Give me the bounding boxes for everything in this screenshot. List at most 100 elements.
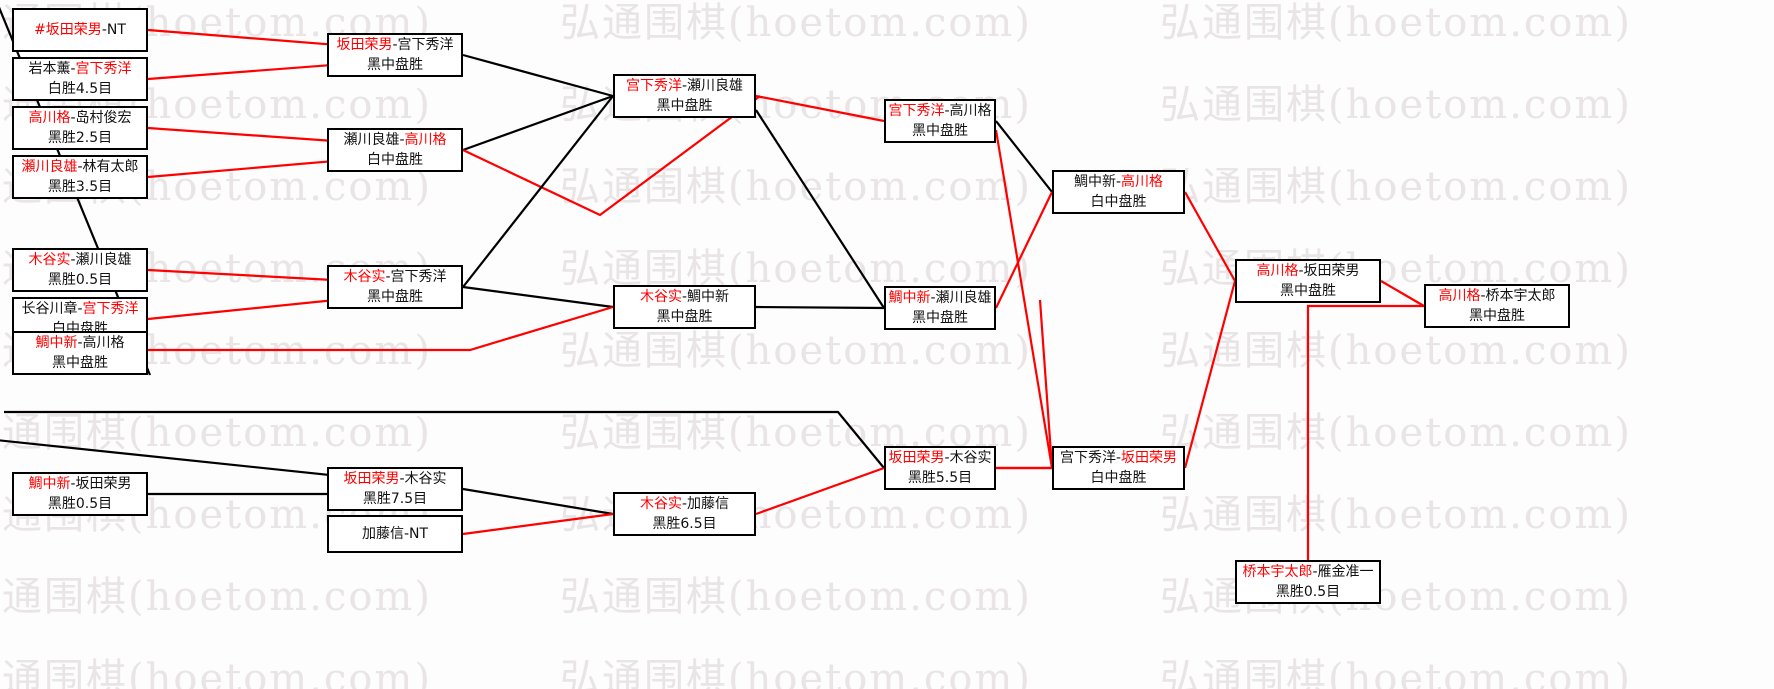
matchup-separator: - [1115,173,1122,190]
node-matchup: 木谷实-宫下秀洋 [343,267,446,287]
bracket-node[interactable]: 木谷实-加藤信黑胜6.5目 [613,492,756,536]
connector-r3-1-to-r4-2 [755,109,885,309]
player-left: 坂田荣男 [343,470,400,487]
player-right: 木谷实 [949,449,992,466]
player-right: 坂田荣男 [75,475,132,492]
matchup-separator: - [70,475,76,492]
player-left: 长谷川章 [21,300,78,317]
player-left: 木谷实 [343,268,386,285]
node-result: 黑胜6.5目 [652,516,717,532]
connector-r2-4-to-r3-3 [462,487,614,516]
player-right: 林有太郎 [82,158,139,175]
node-result: 黑胜7.5目 [362,491,428,507]
matchup-separator: - [944,449,950,466]
connector-r5-2-to-r6-1 [1183,280,1237,469]
node-matchup: 加藤信-NT [362,524,428,544]
node-matchup: 瀬川良雄-林有太郎 [21,157,138,177]
bracket-node[interactable]: 坂田荣男-木谷实黑胜5.5目 [884,446,996,490]
player-right: 宫下秀洋 [397,36,454,53]
connector-group-round4 [994,120,1054,470]
node-result: 黑中盘胜 [1280,283,1336,299]
node-result: 黑中盘胜 [52,355,108,371]
connector-r2-2-loop-to-r3-1 [462,95,761,217]
node-result: 黑胜3.5目 [47,179,113,195]
bracket-node[interactable]: 桥本宇太郎-雁金准一黑胜0.5目 [1235,560,1381,604]
section-divider-line [4,410,885,469]
matchup-separator: - [77,334,83,351]
node-result: 黑中盘胜 [912,310,968,326]
node-matchup: 宫下秀洋-瀬川良雄 [626,76,743,96]
connector-r3-1-down [462,95,614,288]
node-matchup: 坂田荣男-宫下秀洋 [336,35,453,55]
connector-r4-2-to-r5-1 [995,191,1053,309]
bracket-node[interactable]: 岩本薰-宫下秀洋白胜4.5目 [12,57,148,101]
bracket-node[interactable]: 加藤信-NT [327,515,463,553]
node-result: 白胜4.5目 [47,81,113,97]
node-result: 黑胜0.5目 [47,272,113,288]
matchup-separator: - [392,36,398,53]
bracket-node[interactable]: 宫下秀洋-坂田荣男白中盘胜 [1052,446,1185,490]
bracket-node[interactable]: 鯛中新-高川格白中盘胜 [1052,170,1185,214]
node-matchup: 宫下秀洋-高川格 [888,101,991,121]
node-matchup: 岩本薰-宫下秀洋 [28,59,131,79]
node-matchup: 高川格-桥本宇太郎 [1438,286,1555,306]
player-right: 鯛中新 [687,288,730,305]
player-left: 木谷实 [28,251,71,268]
player-right: 高川格 [82,334,125,351]
bracket-node[interactable]: 高川格-桥本宇太郎黑中盘胜 [1424,284,1570,328]
bracket-node[interactable]: 高川格-岛村俊宏黑胜2.5目 [12,106,148,150]
node-matchup: 桥本宇太郎-雁金准一 [1242,562,1373,582]
player-right: 高川格 [949,102,992,119]
player-left: 高川格 [28,109,71,126]
bracket-node[interactable]: 鯛中新-瀬川良雄黑中盘胜 [884,286,996,330]
player-left: 鯛中新 [888,289,931,306]
node-matchup: 高川格-岛村俊宏 [28,108,131,128]
player-right: 木谷实 [404,470,447,487]
bracket-node[interactable]: 坂田荣男-宫下秀洋黑中盘胜 [327,33,463,77]
matchup-separator: - [403,525,410,542]
matchup-separator: - [70,60,76,77]
node-matchup: 木谷实-鯛中新 [640,287,729,307]
connector-r5-1-to-r6-1 [1184,191,1236,282]
bracket-node[interactable]: 坂田荣男-木谷实黑胜7.5目 [327,467,463,511]
player-left: 瀬川良雄 [21,158,78,175]
node-result: 黑胜2.5目 [47,130,113,146]
player-right: 岛村俊宏 [75,109,132,126]
node-matchup: 木谷实-瀬川良雄 [28,250,131,270]
connector-r2-2-to-r3-1 [462,94,614,152]
bracket-node[interactable]: #坂田荣男-NT [12,8,148,52]
bracket-node[interactable]: 木谷实-鯛中新黑中盘胜 [613,285,756,329]
node-result: 黑胜0.5目 [47,496,113,512]
node-matchup: 坂田荣男-木谷实 [888,448,991,468]
node-matchup: 鯛中新-高川格 [1074,172,1163,192]
bracket-node[interactable]: 宫下秀洋-高川格黑中盘胜 [884,99,996,143]
player-left: 鯛中新 [1073,173,1116,190]
matchup-separator: - [1312,563,1318,580]
node-matchup: 长谷川章-宫下秀洋 [21,299,138,319]
matchup-separator: - [930,289,936,306]
bracket-node[interactable]: 鯛中新-高川格黑中盘胜 [12,331,148,375]
bracket-node[interactable]: 瀬川良雄-林有太郎黑胜3.5目 [12,155,148,199]
bracket-node[interactable]: 木谷实-宫下秀洋黑中盘胜 [327,265,463,309]
player-left: 木谷实 [639,288,682,305]
bracket-node[interactable]: 鯛中新-坂田荣男黑胜0.5目 [12,472,148,516]
bracket-node[interactable]: 宫下秀洋-瀬川良雄黑中盘胜 [613,74,756,118]
bracket-node[interactable]: 木谷实-瀬川良雄黑胜0.5目 [12,248,148,292]
player-left: 桥本宇太郎 [1242,563,1313,580]
connector-r4-1-to-r5-2 [994,129,1054,469]
player-left: 鯛中新 [28,475,71,492]
player-right: 坂田荣男 [1121,449,1178,466]
node-matchup: 鯛中新-瀬川良雄 [888,288,991,308]
connector-r4-1-to-r5-1 [995,120,1053,193]
matchup-separator: - [681,77,688,94]
connector-group-lower [0,439,1052,536]
matchup-separator: - [399,131,405,148]
bracket-node[interactable]: 瀬川良雄-高川格白中盘胜 [327,128,463,172]
bracket-node[interactable]: 高川格-坂田荣男黑中盘胜 [1235,259,1381,303]
player-right: 高川格 [404,131,447,148]
node-result: 黑中盘胜 [912,123,968,139]
node-matchup: 宫下秀洋-坂田荣男 [1060,448,1177,468]
player-right: 瀬川良雄 [935,289,992,306]
